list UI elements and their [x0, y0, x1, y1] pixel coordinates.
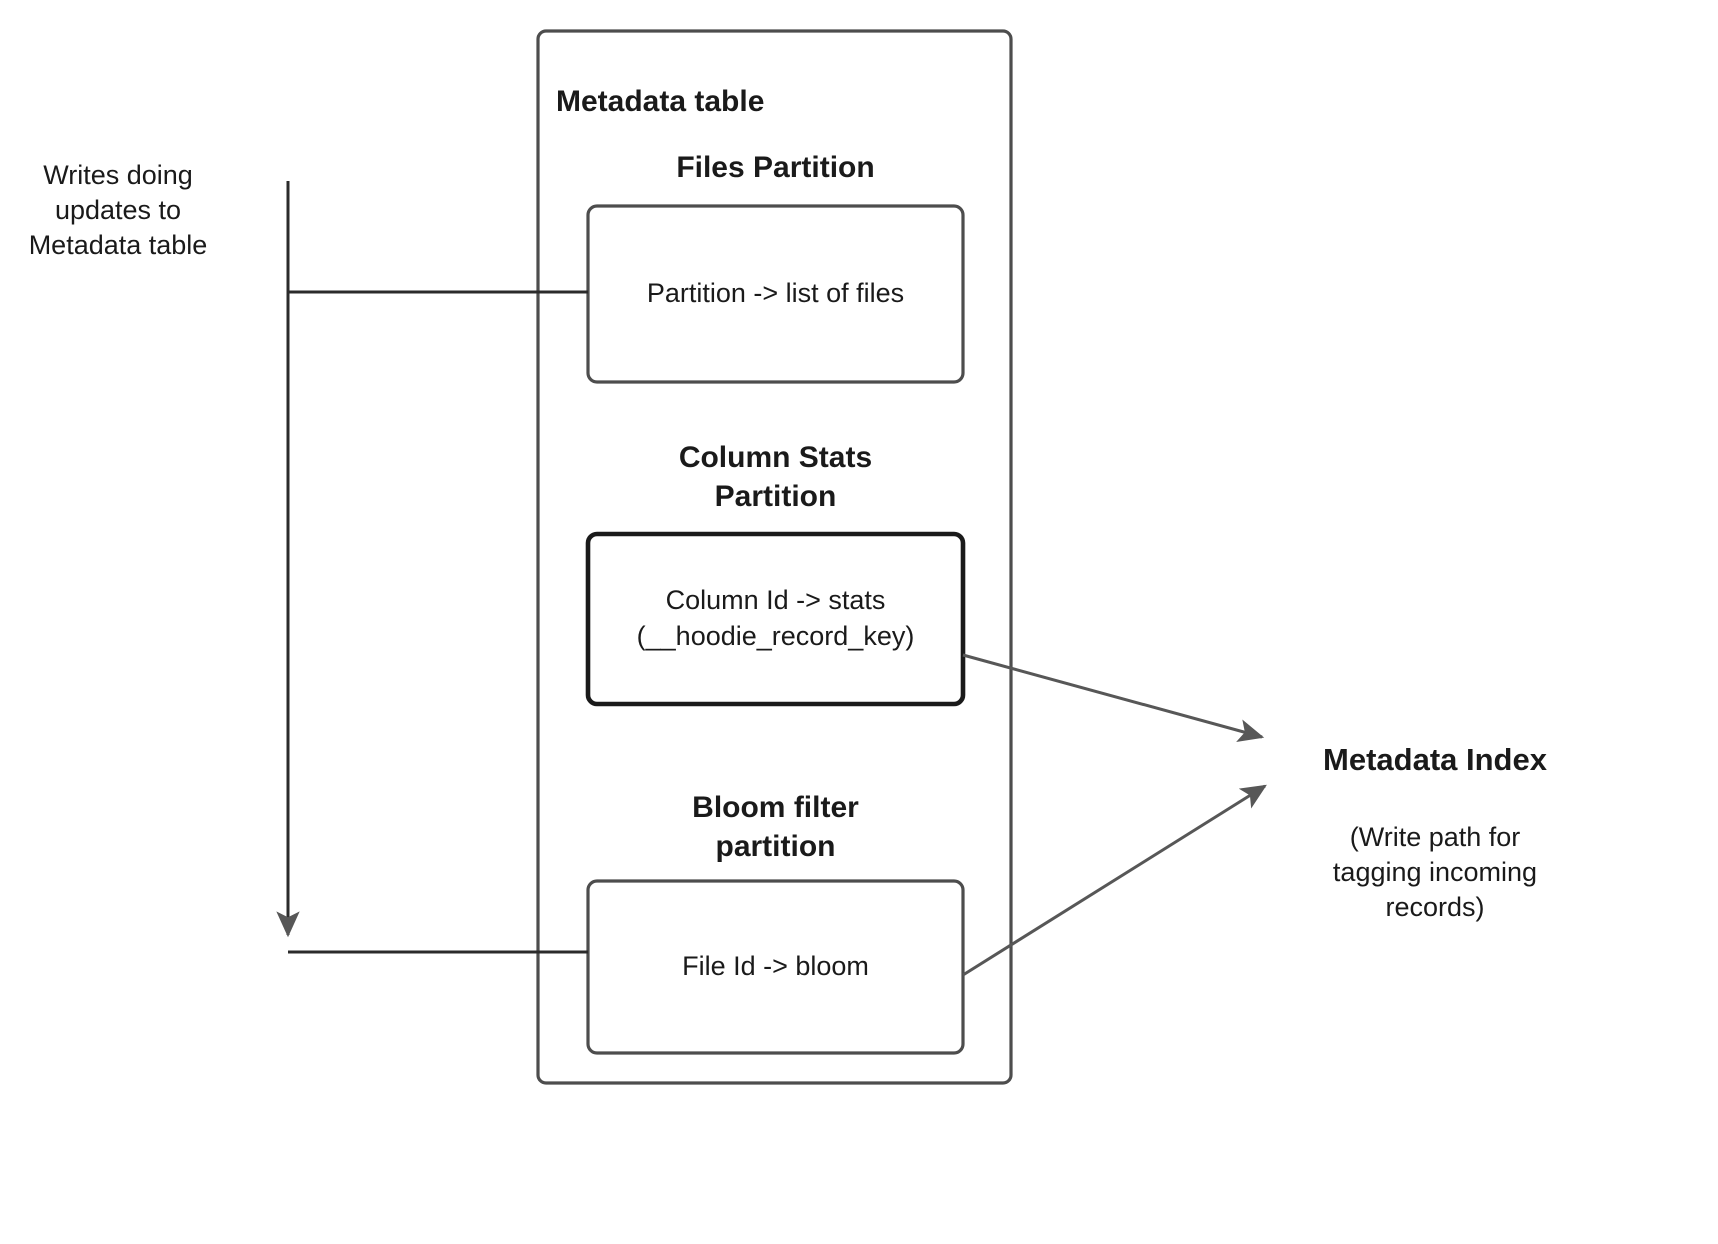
- metadata-table-title: Metadata table: [556, 85, 765, 118]
- column-stats-partition-heading: Column Stats Partition: [678, 441, 873, 513]
- column-stats-partition-box-label: Column Id -> stats (__hoodie_record_key): [636, 585, 915, 651]
- writes-note-label: Writes doing updates to Metadata table: [28, 160, 208, 261]
- bloom-to-metadata-index-arrow: [962, 784, 1267, 977]
- bloom-filter-partition-heading: Bloom filter partition: [692, 791, 859, 863]
- metadata-index-title: Metadata Index: [1323, 742, 1547, 777]
- metadata-index-caption: (Write path for tagging incoming records…: [1332, 822, 1538, 923]
- column-stats-to-metadata-index-arrow: [962, 653, 1265, 743]
- files-partition-box-label: Partition -> list of files: [646, 278, 905, 309]
- bloom-filter-partition-box-label: File Id -> bloom: [682, 951, 869, 982]
- files-partition-heading: Files Partition: [676, 151, 875, 184]
